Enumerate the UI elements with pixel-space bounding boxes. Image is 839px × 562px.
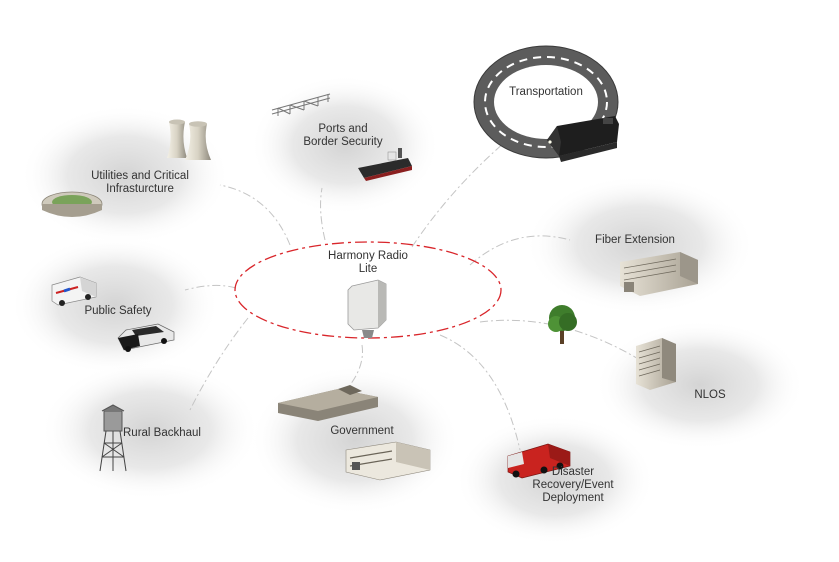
office-building-icon: [620, 252, 698, 296]
center-node: [234, 241, 502, 339]
node-label-ports: Ports and Border Security: [303, 123, 383, 148]
tree-icon: [548, 305, 577, 344]
node-label-public-safety: Public Safety: [84, 305, 152, 317]
halo-group: [10, 75, 805, 545]
water-tower-icon: [99, 404, 127, 472]
halo-rural: [40, 360, 260, 500]
cargo-ship-icon: [358, 148, 412, 181]
apartment-tower-icon: [636, 338, 676, 390]
government-campus-icon: [278, 385, 378, 421]
halo-disaster: [455, 415, 655, 545]
node-label-fiber: Fiber Extension: [595, 234, 675, 246]
connector-utilities: [219, 184, 291, 246]
node-label-utilities: Utilities and Critical Infrasturcture: [91, 170, 189, 195]
ambulance-icon: [51, 276, 97, 306]
connector-public-safety: [184, 284, 237, 291]
fire-truck-icon: [507, 443, 571, 479]
connector-transportation: [411, 141, 506, 248]
radio-device-icon: [347, 279, 387, 338]
node-label-disaster: Disaster Recovery/Event Deployment: [532, 466, 614, 504]
node-label-nlos: NLOS: [694, 389, 726, 401]
connector-fiber: [469, 235, 571, 266]
connector-rural: [189, 317, 249, 411]
cooling-towers-icon: [167, 119, 211, 160]
government-office-icon: [345, 441, 431, 481]
halo-ports: [250, 75, 440, 215]
connector-government: [349, 344, 363, 386]
node-label-transportation: Transportation: [509, 86, 583, 98]
halo-nlos: [595, 320, 805, 450]
locomotive-icon: [547, 116, 619, 162]
police-car-icon: [117, 323, 175, 352]
stadium-icon: [41, 191, 103, 217]
center-label: Harmony Radio Lite: [328, 250, 408, 275]
center-ring: [234, 241, 502, 339]
node-label-government: Government: [330, 425, 394, 437]
connector-disaster: [439, 334, 521, 451]
gantry-crane-icon: [271, 93, 331, 116]
connector-ports: [320, 187, 326, 241]
node-label-rural: Rural Backhaul: [123, 427, 201, 439]
